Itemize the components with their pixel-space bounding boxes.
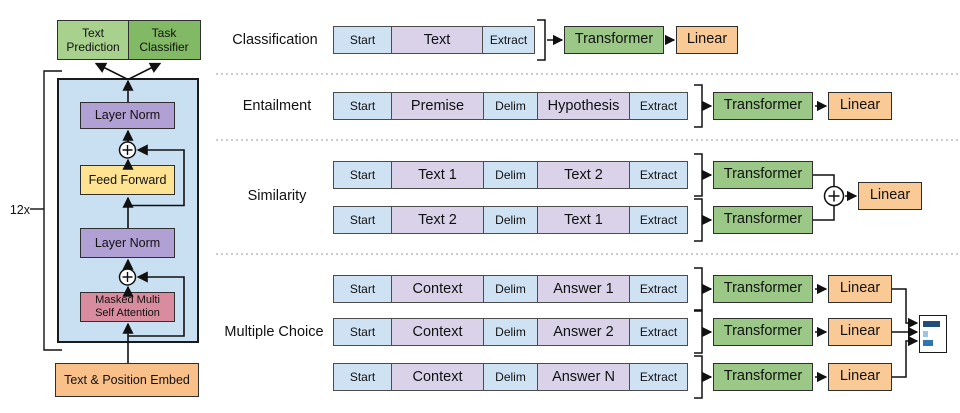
task-label-similarity: Similarity <box>247 188 307 204</box>
masked-attention-box: Masked Multi Self Attention <box>80 292 175 322</box>
cell-start: Start <box>333 318 392 346</box>
similarity-input-sequence-1: Start Text 1 Delim Text 2 Extract <box>333 161 688 189</box>
classification-transformer-box: Transformer <box>564 26 664 54</box>
cell-extract: Extract <box>629 318 688 346</box>
score-bar <box>922 321 940 327</box>
task-label-multiple-choice: Multiple Choice <box>224 324 324 340</box>
task-classifier-box: Task Classifier <box>127 20 201 60</box>
cell-premise: Premise <box>390 92 485 120</box>
embed-box: Text & Position Embed <box>55 363 199 397</box>
cell-extract: Extract <box>629 161 688 189</box>
cell-start: Start <box>333 275 392 303</box>
cell-start: Start <box>333 206 392 234</box>
mc-transformer-box-1: Transformer <box>713 275 813 303</box>
cell-text2: Text 2 <box>390 206 485 234</box>
mc-output-box <box>919 315 947 353</box>
feed-forward-label: Feed Forward <box>88 172 167 187</box>
task-label-classification: Classification <box>232 32 318 48</box>
cell-answerN: Answer N <box>536 363 631 391</box>
transformer-label: Transformer <box>723 166 803 183</box>
cell-text1: Text 1 <box>390 161 485 189</box>
add-icon <box>823 185 845 207</box>
linear-label: Linear <box>839 368 881 385</box>
multiple-choice-input-sequence-1: Start Context Delim Answer 1 Extract <box>333 275 688 303</box>
linear-label: Linear <box>686 31 728 48</box>
text-prediction-box: Text Prediction <box>57 20 129 60</box>
cell-context: Context <box>390 363 485 391</box>
cell-context: Context <box>390 318 485 346</box>
embed-label: Text & Position Embed <box>64 372 190 387</box>
cell-delim: Delim <box>483 318 538 346</box>
cell-answer1: Answer 1 <box>536 275 631 303</box>
cell-answer2: Answer 2 <box>536 318 631 346</box>
entailment-linear-box: Linear <box>828 92 892 120</box>
transformer-label: Transformer <box>723 368 803 385</box>
cell-start: Start <box>333 92 392 120</box>
multiple-choice-input-sequence-3: Start Context Delim Answer N Extract <box>333 363 688 391</box>
multiple-choice-input-sequence-2: Start Context Delim Answer 2 Extract <box>333 318 688 346</box>
cell-delim: Delim <box>483 275 538 303</box>
layer-norm-bottom-box: Layer Norm <box>80 228 175 258</box>
entailment-transformer-box: Transformer <box>713 92 813 120</box>
cell-extract: Extract <box>629 275 688 303</box>
similarity-transformer-box-1: Transformer <box>713 161 813 189</box>
transformer-label: Transformer <box>574 31 654 48</box>
mc-transformer-box-3: Transformer <box>713 363 813 391</box>
cell-start: Start <box>333 26 392 54</box>
mc-transformer-box-2: Transformer <box>713 318 813 346</box>
similarity-input-sequence-2: Start Text 2 Delim Text 1 Extract <box>333 206 688 234</box>
transformer-label: Transformer <box>723 211 803 228</box>
cell-context: Context <box>390 275 485 303</box>
cell-extract: Extract <box>629 92 688 120</box>
similarity-linear-box: Linear <box>858 182 922 210</box>
cell-extract: Extract <box>629 363 688 391</box>
mc-linear-box-3: Linear <box>828 363 892 391</box>
cell-hypothesis: Hypothesis <box>536 92 631 120</box>
classification-input-sequence: Start Text Extract <box>333 26 535 54</box>
entailment-input-sequence: Start Premise Delim Hypothesis Extract <box>333 92 688 120</box>
transformer-label: Transformer <box>723 97 803 114</box>
repeat-count-label: 12x <box>9 202 30 217</box>
task-label-entailment: Entailment <box>242 98 312 114</box>
cell-delim: Delim <box>483 363 538 391</box>
task-classifier-label: Task Classifier <box>139 25 189 54</box>
linear-label: Linear <box>839 323 881 340</box>
linear-label: Linear <box>839 97 881 114</box>
mc-linear-box-2: Linear <box>828 318 892 346</box>
similarity-transformer-box-2: Transformer <box>713 206 813 234</box>
cell-delim: Delim <box>483 161 538 189</box>
layer-norm-bottom-label: Layer Norm <box>94 235 161 250</box>
mc-output-bars <box>922 321 947 346</box>
cell-text1: Text 1 <box>536 206 631 234</box>
classification-linear-box: Linear <box>676 26 738 54</box>
cell-delim: Delim <box>483 206 538 234</box>
cell-text2: Text 2 <box>536 161 631 189</box>
layer-norm-top-box: Layer Norm <box>80 102 175 129</box>
cell-start: Start <box>333 363 392 391</box>
cell-start: Start <box>333 161 392 189</box>
cell-extract: Extract <box>629 206 688 234</box>
mc-linear-box-1: Linear <box>828 275 892 303</box>
cell-delim: Delim <box>483 92 538 120</box>
text-prediction-label: Text Prediction <box>66 25 120 54</box>
transformer-label: Transformer <box>723 280 803 297</box>
masked-attention-label: Masked Multi Self Attention <box>95 294 160 319</box>
score-bar <box>922 330 928 337</box>
linear-label: Linear <box>869 187 911 204</box>
feed-forward-box: Feed Forward <box>80 165 175 195</box>
layer-norm-top-label: Layer Norm <box>94 108 161 123</box>
cell-extract: Extract <box>482 26 535 54</box>
transformer-label: Transformer <box>723 323 803 340</box>
score-bar <box>922 340 933 346</box>
cell-text: Text <box>390 26 484 54</box>
linear-label: Linear <box>839 280 881 297</box>
